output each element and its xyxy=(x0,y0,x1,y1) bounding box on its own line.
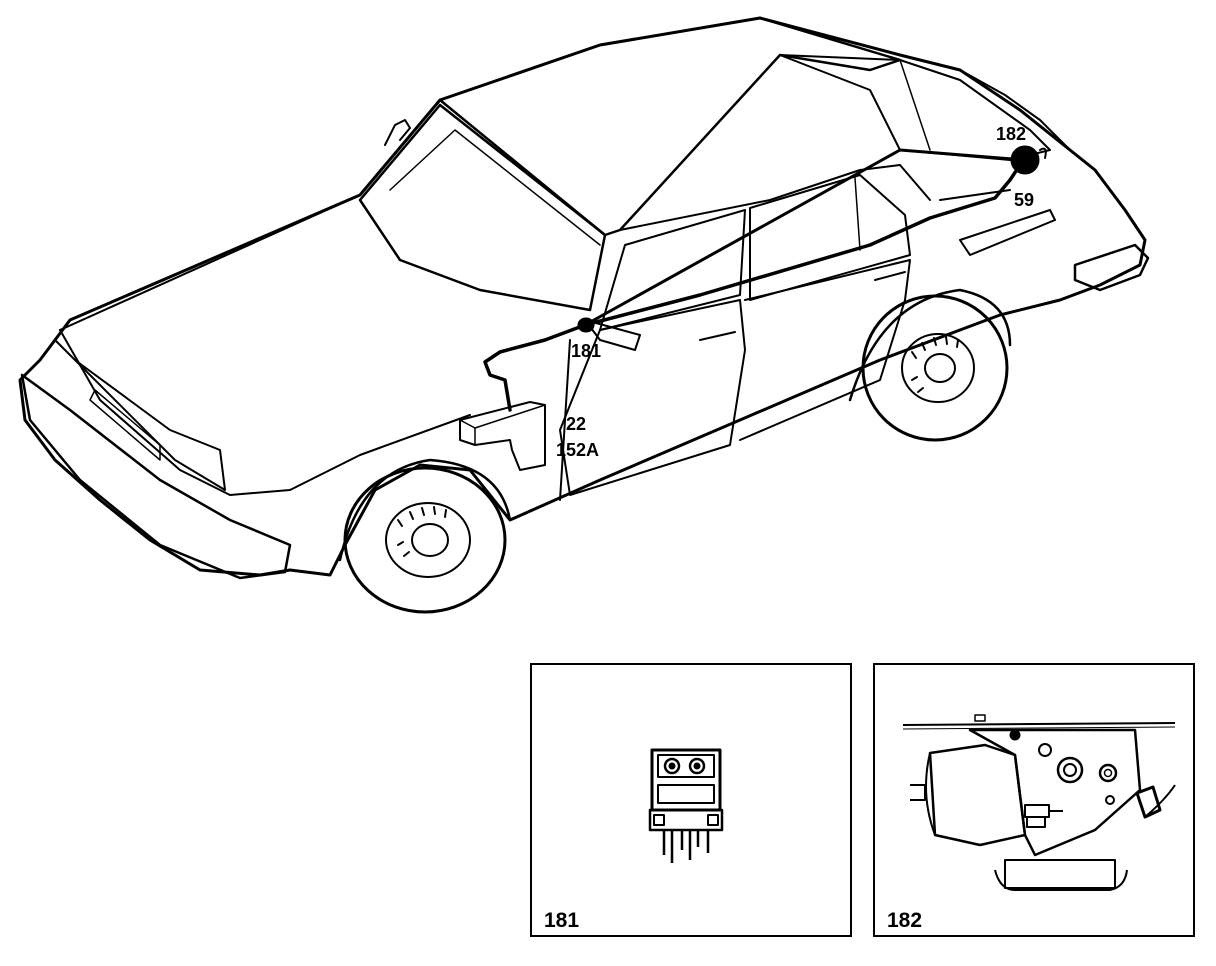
rear-wheel xyxy=(861,294,1009,442)
callout-182: 182 xyxy=(996,124,1027,144)
connector-181-marker xyxy=(577,317,595,333)
front-wheel-vents xyxy=(397,506,447,557)
connector-182-marker xyxy=(1010,145,1040,175)
grille xyxy=(54,339,226,491)
inset-label-181: 181 xyxy=(544,909,580,932)
rear-side-window xyxy=(749,174,911,301)
windshield xyxy=(358,103,607,312)
car-body-outline xyxy=(18,16,1147,577)
front-side-window xyxy=(599,209,746,331)
rear-door xyxy=(739,259,911,441)
front-wheel xyxy=(343,466,507,614)
connector-182-detail xyxy=(902,714,1176,891)
rear-bumper xyxy=(1073,243,1150,292)
relay-box xyxy=(459,401,546,471)
connector-181-detail xyxy=(648,748,724,863)
callout-181: 181 xyxy=(571,341,602,361)
inset-panel-182: 182 xyxy=(873,663,1195,937)
front-bumper xyxy=(20,373,292,580)
rear-wheel-vents xyxy=(911,336,959,393)
rear-hatch xyxy=(779,54,1051,161)
callout-59: 59 xyxy=(1014,190,1035,210)
side-mirror xyxy=(584,319,641,351)
front-door xyxy=(559,299,746,496)
roof xyxy=(438,16,902,237)
callout-22: 22 xyxy=(566,414,587,434)
inset-label-182: 182 xyxy=(887,909,923,932)
inset-panel-181: 181 xyxy=(530,663,852,937)
car-illustration xyxy=(18,16,1150,614)
callout-152a: 152A xyxy=(556,440,600,460)
